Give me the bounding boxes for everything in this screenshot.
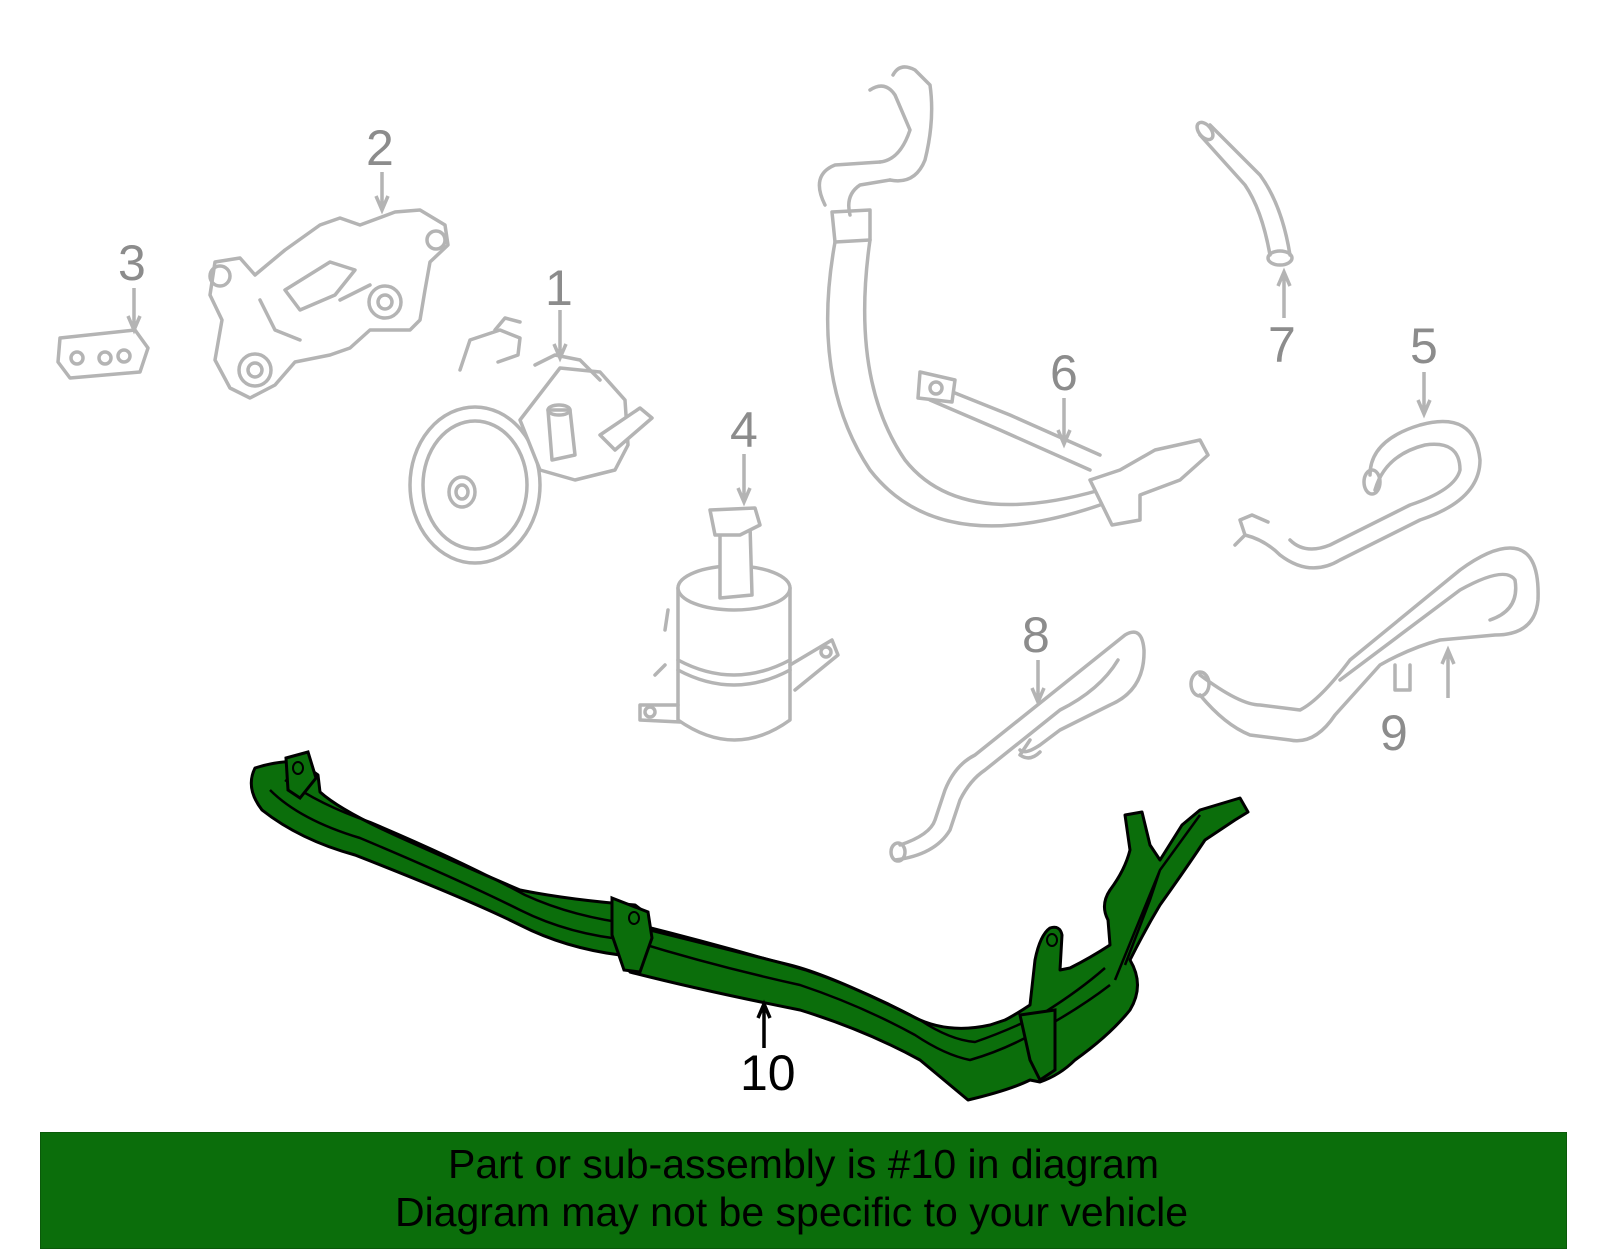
callout-9: 9 <box>1380 705 1408 761</box>
callout-10-arrow <box>756 999 772 1048</box>
part-10-clamp-right <box>1018 1008 1057 1083</box>
part-10-clamp-left-hole <box>292 761 304 775</box>
part-5-return-hose <box>1233 419 1482 570</box>
part-4-reservoir <box>638 506 840 742</box>
callout-2: 2 <box>366 120 394 176</box>
part-10-clamp-middle <box>610 895 654 974</box>
callout-4-arrow <box>736 454 752 507</box>
callout-5-arrow <box>1416 372 1432 419</box>
part-9-cooler-tube <box>1189 546 1540 743</box>
callout-6: 6 <box>1050 345 1078 401</box>
callout-10: 10 <box>740 1045 796 1101</box>
part-10-tube-inner-line-a <box>269 789 1111 1062</box>
callout-9-arrow <box>1440 645 1456 698</box>
callout-8-arrow <box>1030 660 1046 707</box>
part-10-tube-inner-line-c <box>1113 814 1202 981</box>
part-10-clamp-middle-hole <box>628 911 640 925</box>
callout-2-arrow <box>374 172 390 215</box>
callout-8: 8 <box>1022 607 1050 663</box>
callout-3-arrow <box>126 288 142 335</box>
part-8-cooler-tube <box>889 630 1146 863</box>
callout-1: 1 <box>545 260 573 316</box>
callout-7-arrow <box>1276 267 1292 318</box>
part-7-hose <box>1195 120 1294 267</box>
info-banner: Part or sub-assembly is #10 in diagram D… <box>40 1132 1567 1249</box>
part-10-tube-inner-line-b <box>284 778 1106 1044</box>
part-6-pressure-hose <box>817 65 1210 528</box>
callout-7: 7 <box>1268 317 1296 373</box>
part-2-pump-bracket <box>208 208 450 400</box>
callout-5: 5 <box>1410 318 1438 374</box>
part-3-bracket-plate <box>56 328 150 380</box>
callout-1-arrow <box>552 310 568 363</box>
banner-line-part-number: Part or sub-assembly is #10 in diagram <box>448 1141 1159 1187</box>
callout-6-arrow <box>1056 398 1072 449</box>
part-1-power-steering-pump <box>408 316 654 565</box>
callout-4: 4 <box>730 402 758 458</box>
part-10-bracket-hole <box>1046 933 1058 947</box>
banner-line-disclaimer: Diagram may not be specific to your vehi… <box>394 1189 1188 1235</box>
callout-3: 3 <box>118 235 146 291</box>
part-10-cooler-tube-assembly <box>249 750 1250 1102</box>
